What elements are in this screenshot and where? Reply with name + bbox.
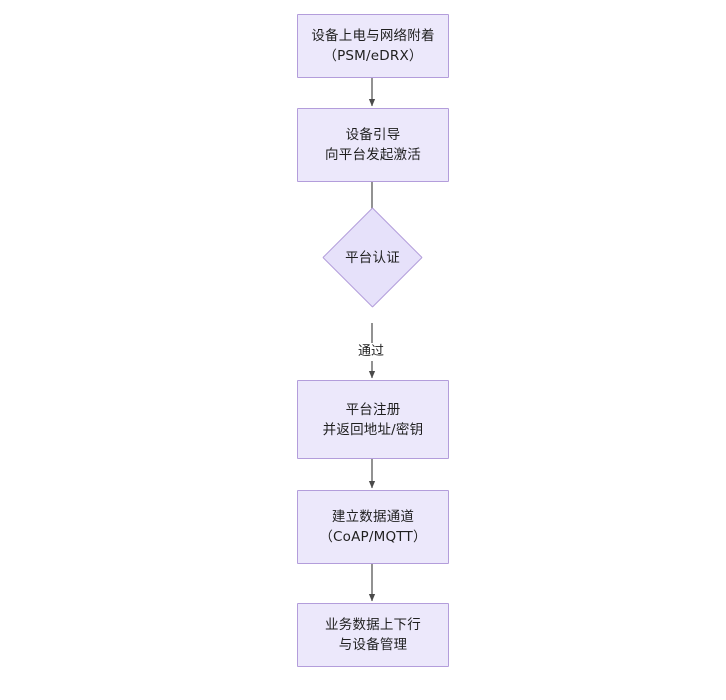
flow-node-business-data[interactable]: 业务数据上下行 与设备管理 — [297, 603, 449, 667]
flow-node-power-on-label: 设备上电与网络附着 （PSM/eDRX） — [311, 28, 435, 64]
flow-node-bootstrap-label: 设备引导 向平台发起激活 — [325, 127, 421, 163]
flow-node-platform-register[interactable]: 平台注册 并返回地址/密钥 — [297, 380, 449, 459]
flow-node-bootstrap[interactable]: 设备引导 向平台发起激活 — [297, 108, 449, 182]
flow-node-power-on[interactable]: 设备上电与网络附着 （PSM/eDRX） — [297, 14, 449, 78]
flow-node-business-data-label: 业务数据上下行 与设备管理 — [325, 617, 421, 653]
flow-node-platform-auth[interactable]: 平台认证 — [322, 207, 423, 308]
flow-node-data-channel-label: 建立数据通道 （CoAP/MQTT） — [319, 509, 427, 545]
flow-node-platform-register-label: 平台注册 并返回地址/密钥 — [322, 401, 424, 438]
edge-label-pass: 通过 — [356, 343, 387, 361]
flow-node-data-channel[interactable]: 建立数据通道 （CoAP/MQTT） — [297, 490, 449, 564]
edge-label-pass-text: 通过 — [358, 344, 385, 359]
flow-node-platform-auth-label: 平台认证 — [345, 249, 400, 266]
